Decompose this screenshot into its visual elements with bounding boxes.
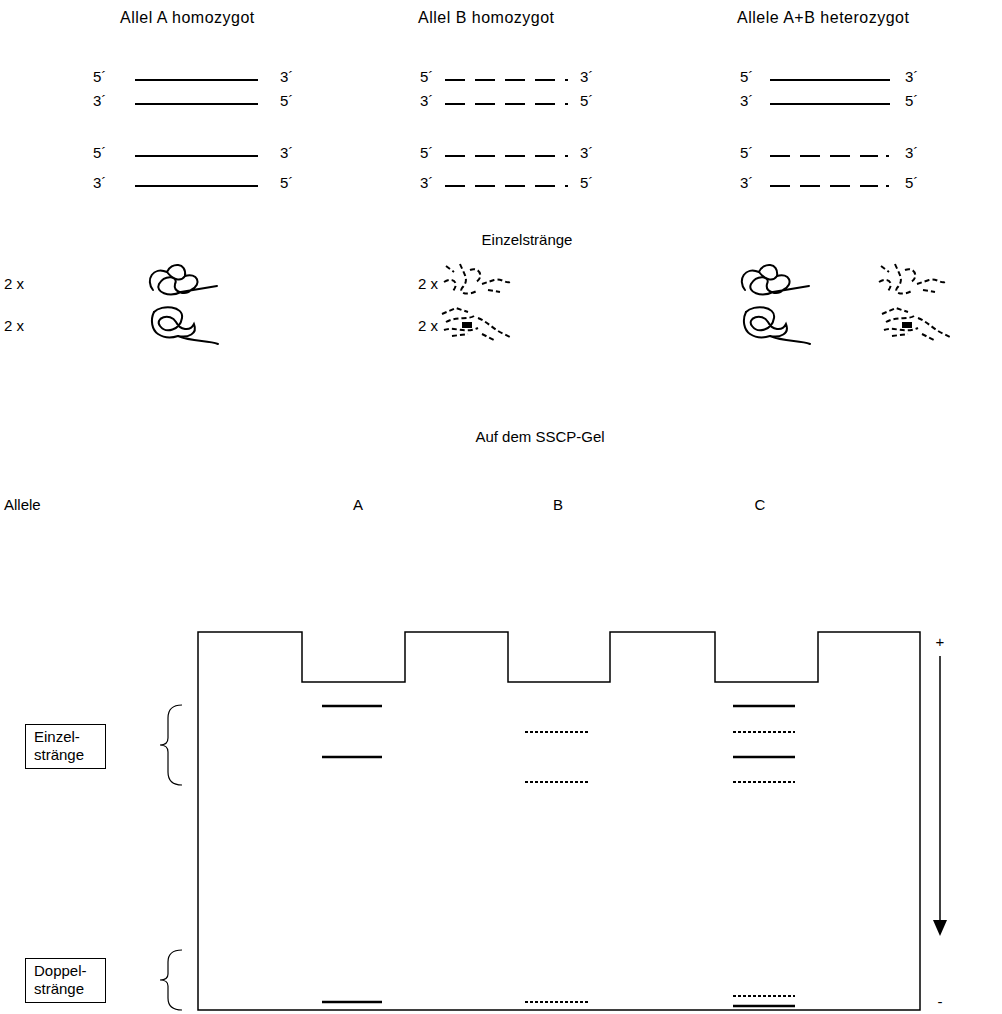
strand-line [445, 103, 556, 105]
pole-label: - [938, 993, 943, 1011]
strand-end-label: 5´ [905, 174, 918, 192]
single-strand-solid [742, 265, 809, 295]
gel-bands [322, 706, 382, 1002]
band [322, 1001, 382, 1004]
migration-arrow [939, 656, 941, 922]
box-label: Doppel- stränge [34, 962, 96, 998]
arrowhead [933, 920, 947, 936]
band [322, 705, 382, 708]
pole-label: + [936, 633, 945, 651]
gel-bands-dotted [525, 732, 588, 1002]
single-strand-solid [150, 265, 217, 295]
single-strand-dashed [444, 264, 510, 294]
band [733, 781, 795, 783]
count-label: 2 x [418, 275, 438, 293]
strand-end-label: 5´ [580, 92, 593, 110]
strand-end-label: 5´ [905, 92, 918, 110]
band [322, 756, 382, 759]
strand-dot [565, 103, 568, 105]
band [733, 756, 795, 759]
strand-end-label: 3´ [93, 92, 106, 110]
strand-end-label: 5´ [93, 68, 106, 86]
strand-end-label: 5´ [280, 174, 293, 192]
strand-lines-mixed [770, 80, 890, 186]
allele-heading: Allele A+B heterozygot [737, 8, 909, 27]
strand-end-label: 5´ [420, 144, 433, 162]
gel-outline [198, 632, 920, 1010]
strand-end-label: 3´ [580, 68, 593, 86]
strand-end-label: 3´ [420, 174, 433, 192]
strand-end-label: 3´ [740, 92, 753, 110]
strand-lines [135, 80, 258, 186]
strand-line [135, 155, 258, 157]
strand-dot [565, 79, 568, 81]
strand-end-label: 5´ [580, 174, 593, 192]
strand-line [445, 79, 556, 81]
band [733, 995, 795, 997]
section-heading: Auf dem SSCP-Gel [475, 428, 604, 446]
strand-line [770, 79, 890, 81]
strand-end-label: 5´ [420, 68, 433, 86]
single-strand-dashed [882, 308, 952, 340]
band [525, 781, 588, 783]
strand-dot [565, 185, 568, 187]
strand-dot [886, 155, 889, 157]
strand-lines-dashed [445, 80, 568, 186]
label-box: Doppel- stränge [25, 958, 106, 1003]
strand-end-label: 3´ [280, 144, 293, 162]
lane-label: A [353, 496, 363, 514]
count-label: 2 x [4, 275, 24, 293]
strand-end-label: 3´ [280, 68, 293, 86]
strand-end-label: 3´ [905, 68, 918, 86]
band [525, 1001, 588, 1003]
strand-line [135, 185, 258, 187]
lane-label: C [755, 496, 766, 514]
band [733, 705, 795, 708]
strand-line [770, 103, 890, 105]
allele-heading: Allel B homozygot [418, 8, 555, 27]
strand-end-label: 3´ [93, 174, 106, 192]
strand-end-label: 5´ [740, 68, 753, 86]
band [733, 1005, 795, 1008]
brace [160, 950, 182, 1010]
single-strand-dashed [442, 308, 512, 340]
strand-line [135, 79, 258, 81]
count-label: 2 x [418, 317, 438, 335]
label-box: Einzel- stränge [25, 724, 106, 769]
gel-bands-mixed [733, 706, 795, 1006]
strand-dot [886, 185, 889, 187]
strand-line [770, 155, 878, 157]
single-strand-solid [152, 307, 218, 344]
strand-line [445, 155, 556, 157]
box-label: Einzel- stränge [34, 728, 96, 764]
strand-dot [565, 155, 568, 157]
allele-heading: Allel A homozygot [120, 8, 255, 27]
lane-heading: Allele [4, 496, 41, 514]
lane-label: B [553, 496, 563, 514]
strand-end-label: 3´ [905, 144, 918, 162]
strand-line [445, 185, 556, 187]
single-strand-dashed [879, 264, 945, 294]
strand-end-label: 5´ [93, 144, 106, 162]
brace [160, 705, 182, 785]
band [733, 731, 795, 733]
section-heading: Einzelstränge [482, 231, 573, 249]
band [525, 731, 588, 733]
single-strand-solid [744, 307, 810, 344]
strand-end-label: 5´ [740, 144, 753, 162]
strand-line [770, 185, 878, 187]
count-label: 2 x [4, 317, 24, 335]
strand-line [135, 103, 258, 105]
strand-end-label: 3´ [740, 174, 753, 192]
strand-end-label: 5´ [280, 92, 293, 110]
strand-end-label: 3´ [580, 144, 593, 162]
strand-end-label: 3´ [420, 92, 433, 110]
